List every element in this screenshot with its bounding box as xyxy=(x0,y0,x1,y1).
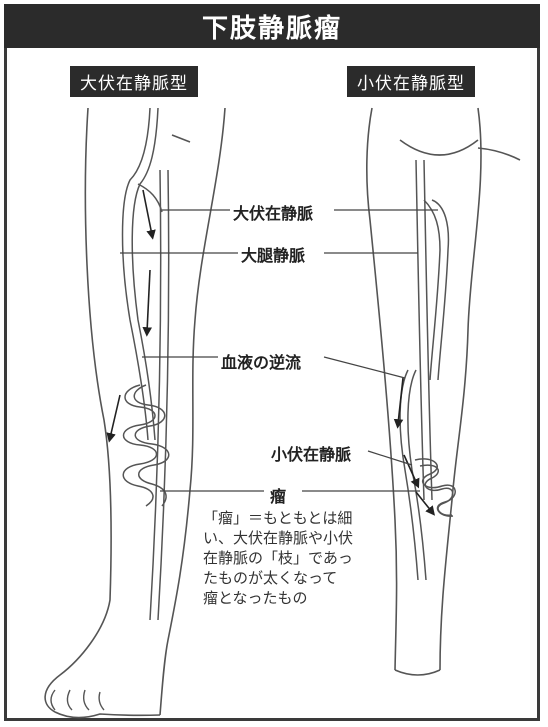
note-line: 在静脈の「枝」であっ xyxy=(203,549,353,567)
great-saphenous-type-tag: 大伏在静脈型 xyxy=(70,66,198,97)
diagram-title: 下肢静脈瘤 xyxy=(4,4,540,48)
note-line: い、大伏在静脈や小伏 xyxy=(203,529,354,547)
small-saphenous-type-tag: 小伏在静脈型 xyxy=(347,66,475,97)
label-small-saphenous-vein: 小伏在静脈 xyxy=(268,441,355,465)
left-varix-coils xyxy=(122,384,170,507)
note-line: 瘤となったもの xyxy=(203,589,308,607)
left-reflux-arrows xyxy=(106,189,156,443)
note-line: 「瘤」＝もともとは細 xyxy=(203,509,353,527)
left-great-saphenous-vein xyxy=(121,107,163,441)
label-varix: 瘤 xyxy=(267,483,290,507)
label-great-saphenous-vein: 大伏在静脈 xyxy=(230,200,317,224)
right-small-saphenous-vein xyxy=(399,199,450,581)
left-leg-outline xyxy=(44,107,226,719)
label-blood-reflux: 血液の逆流 xyxy=(218,349,305,373)
label-femoral-vein: 大腿静脈 xyxy=(238,242,309,266)
varix-explanation-note: 「瘤」＝もともとは細 い、大伏在静脈や小伏 在静脈の「枝」であっ たものが太くな… xyxy=(203,508,383,608)
leader-lines xyxy=(120,209,438,492)
right-reflux-arrows xyxy=(393,377,435,516)
note-line: たものが太くなって xyxy=(203,569,338,587)
right-femoral-vein xyxy=(415,159,433,501)
left-toes xyxy=(50,689,105,711)
right-leg-outline xyxy=(366,107,521,676)
left-femoral-vein xyxy=(149,169,170,621)
right-varix-coils xyxy=(414,458,456,517)
